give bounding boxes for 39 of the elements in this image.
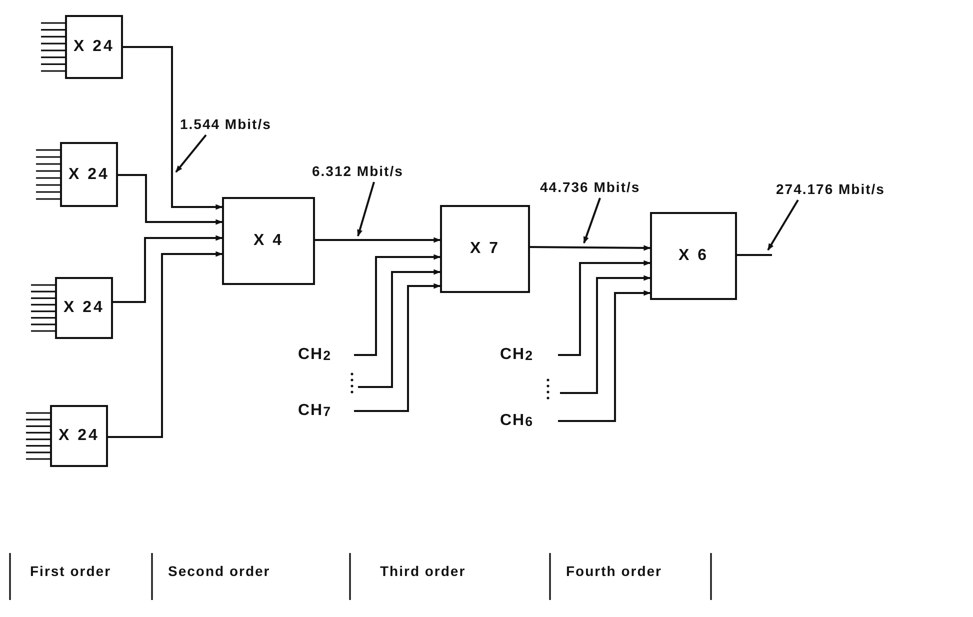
signal-line [358, 269, 441, 388]
leader-arrow [175, 134, 207, 173]
order-label: Fourth order [566, 563, 662, 579]
multiplexer-box [50, 405, 108, 467]
signal-line [354, 283, 441, 412]
bit-rate-label: 274.176 Mbit/s [776, 178, 944, 200]
order-label: Second order [168, 563, 270, 579]
multiplexer-label: X 6 [678, 247, 708, 265]
signal-line [737, 254, 772, 256]
multiplexer-label: X 24 [64, 299, 104, 317]
multiplexer-box [650, 212, 737, 300]
signal-line [113, 235, 223, 303]
multiplexer-label: X 24 [58, 427, 100, 445]
leader-arrow [357, 182, 375, 237]
bit-rate-label: 1.544 Mbit/s [180, 113, 308, 135]
leader-arrow [583, 198, 601, 244]
signal-line [118, 174, 223, 225]
leader-arrow [767, 199, 799, 251]
multiplexer-box [60, 142, 118, 207]
multiplexer-label: X 7 [470, 240, 500, 258]
signal-line [560, 275, 651, 394]
signal-line [315, 237, 441, 243]
signal-line [558, 260, 651, 356]
signal-line [558, 290, 651, 422]
multiplexer-label: X 24 [68, 166, 110, 184]
multiplexer-label: X 4 [253, 232, 284, 250]
order-label: Third order [380, 563, 466, 579]
multiplexer-box [222, 197, 315, 285]
multiplexer-label: X 24 [74, 38, 114, 56]
bit-rate-label: 44.736 Mbit/s [540, 176, 680, 198]
multiplexer-box [65, 15, 123, 79]
multiplexer-box [55, 277, 113, 339]
bit-rate-label: 6.312 Mbit/s [312, 160, 442, 182]
signal-line [354, 254, 441, 356]
order-label: First order [30, 563, 112, 579]
multiplexer-box [440, 205, 530, 293]
signal-line [108, 251, 223, 438]
signal-line [530, 245, 651, 251]
signal-line [123, 46, 223, 210]
